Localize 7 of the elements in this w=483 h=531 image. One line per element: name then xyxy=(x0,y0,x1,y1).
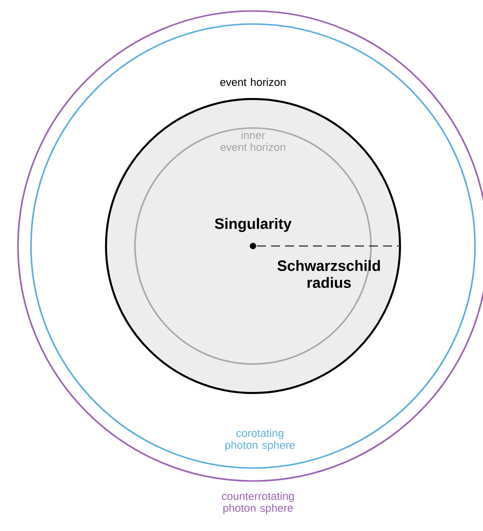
singularity-label: Singularity xyxy=(214,218,292,232)
circle-label: counterrotating photon sphere xyxy=(222,492,294,514)
event-horizon-circle xyxy=(105,98,401,394)
circle-label: event horizon xyxy=(220,78,286,86)
circle-label: inner event horizon xyxy=(220,131,286,151)
radius-label: Schwarzschild radius xyxy=(278,260,380,288)
circle-label: corotating photon sphere xyxy=(225,428,295,452)
